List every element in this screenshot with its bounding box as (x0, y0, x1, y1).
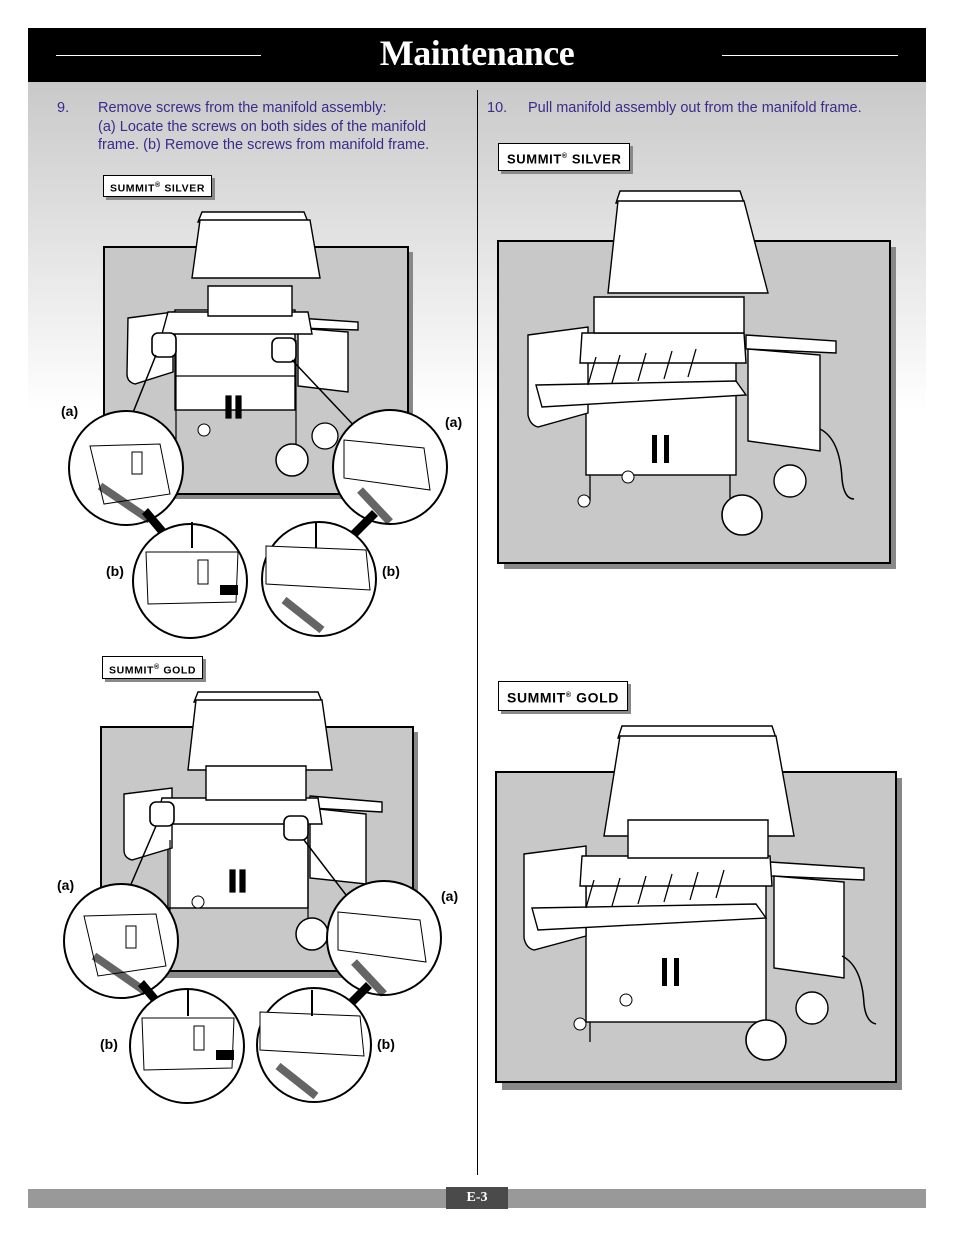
callout-b-right: (b) (382, 563, 400, 579)
callout-b-right: (b) (377, 1036, 395, 1052)
brand-label-summit-gold: SUMMIT® GOLD (102, 656, 204, 679)
step-text-line: Pull manifold assembly out from the mani… (528, 100, 862, 116)
step-number: 10. (487, 100, 508, 116)
step-text-line: Remove screws from the manifold assembly… (98, 100, 387, 116)
brand-label-summit-silver: SUMMIT® SILVER (103, 175, 213, 197)
step-9: 9. Remove screws from the manifold assem… (57, 99, 467, 159)
grill-illustration-gold-step10 (495, 725, 902, 1090)
step-number: 9. (57, 100, 70, 116)
step-text-line: frame. (b) Remove the screws from manifo… (98, 137, 430, 153)
callout-a-right: (a) (441, 888, 459, 904)
column-divider (477, 90, 478, 1175)
callout-a-right: (a) (445, 414, 463, 430)
page-number: E-3 (446, 1187, 508, 1209)
step-10: 10. Pull manifold assembly out from the … (487, 99, 907, 119)
step-text-line: (a) Locate the screws on both sides of t… (98, 118, 427, 135)
header-rule-right (722, 55, 898, 56)
brand-label-summit-gold: SUMMIT® GOLD (498, 681, 628, 711)
grill-illustration-silver-step10 (497, 190, 896, 569)
callout-b-left: (b) (100, 1036, 118, 1052)
page-title: Maintenance (379, 33, 575, 73)
brand-label-summit-silver: SUMMIT® SILVER (498, 143, 631, 171)
header-rule-left (56, 55, 261, 56)
callout-a-left: (a) (61, 403, 79, 419)
grill-illustration-silver-step9 (68, 211, 448, 639)
grill-illustration-gold-step9 (63, 691, 442, 1104)
page-header: Maintenance (28, 28, 926, 82)
callout-b-left: (b) (106, 563, 124, 579)
callout-a-left: (a) (57, 877, 75, 893)
